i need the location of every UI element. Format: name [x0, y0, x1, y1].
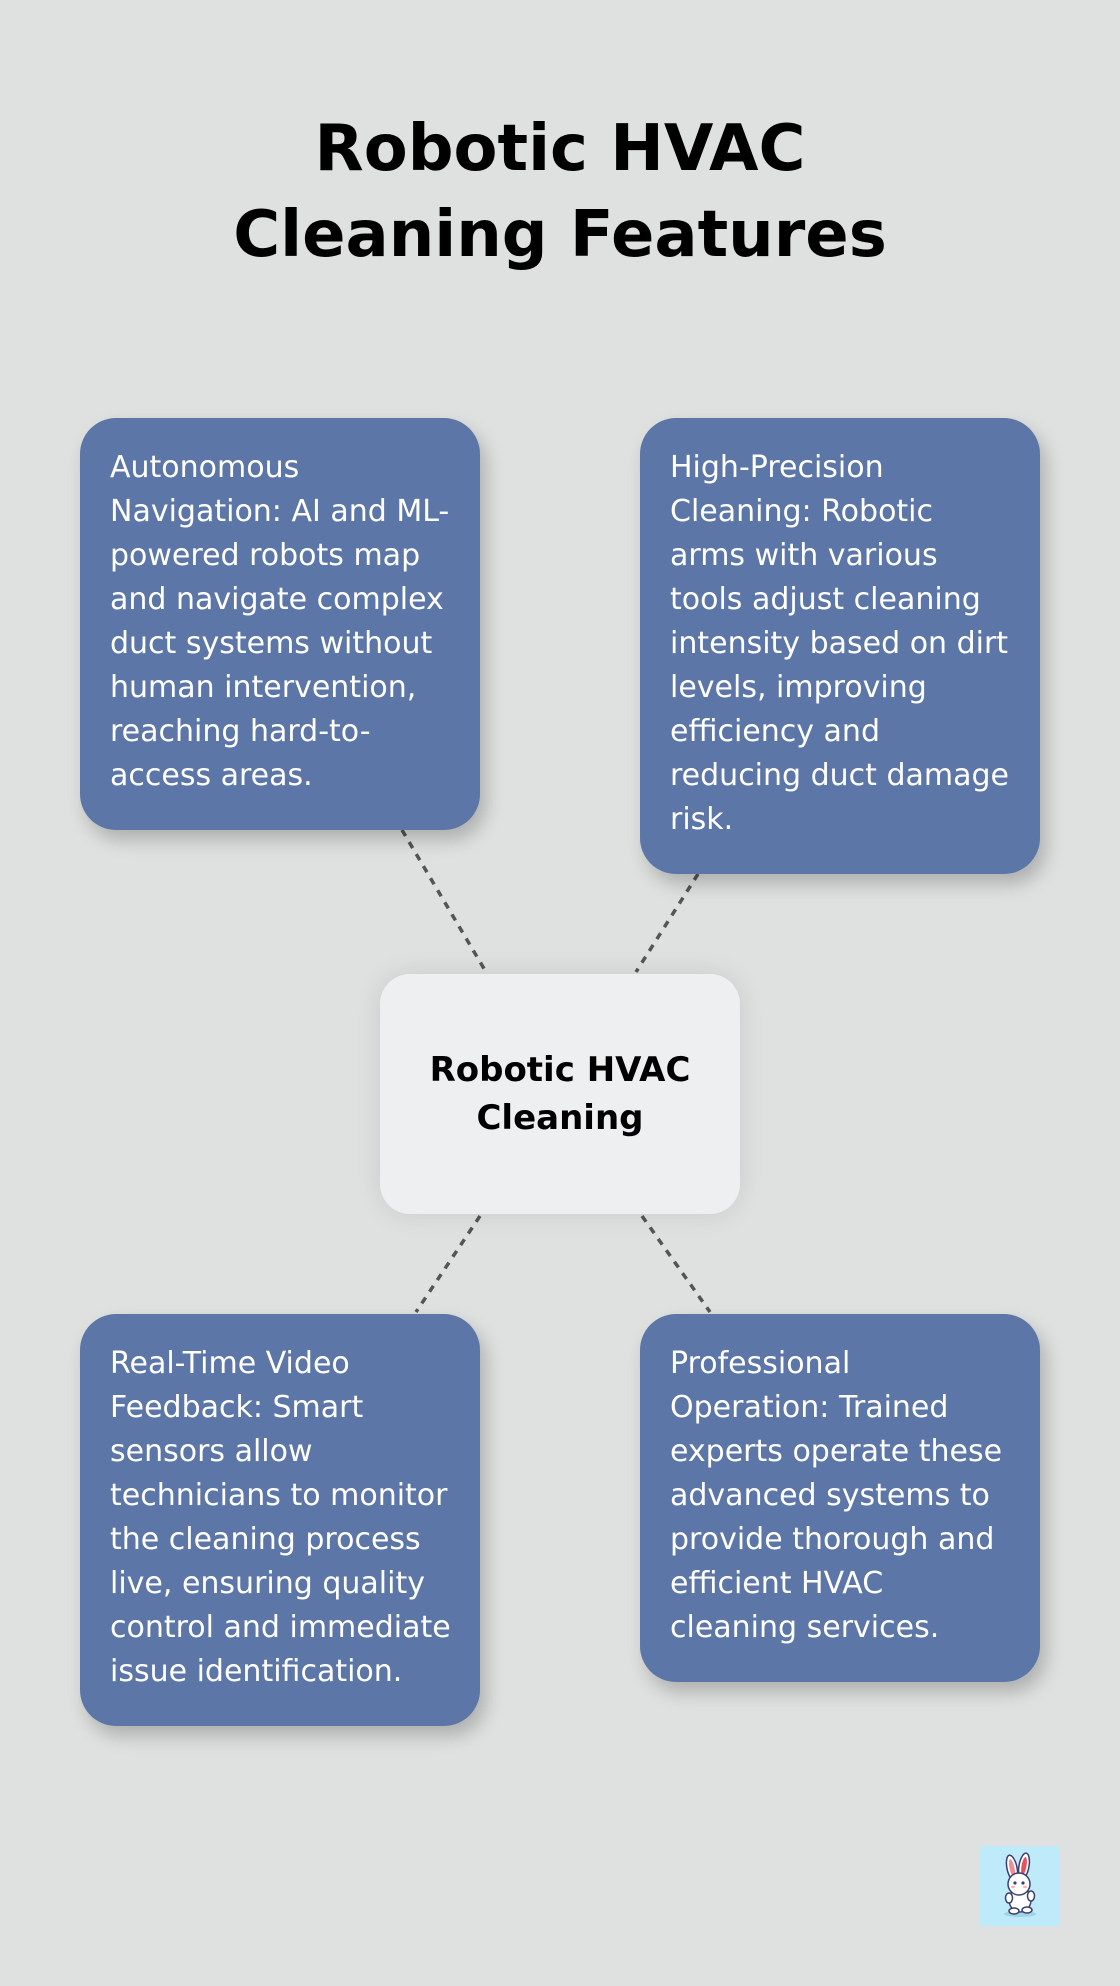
feature-text: Autonomous Navigation: AI and ML-powered… [110, 450, 450, 793]
connector-bottom-right [640, 1214, 712, 1314]
connector-top-right [634, 873, 700, 973]
feature-card-autonomous-navigation: Autonomous Navigation: AI and ML-powered… [80, 418, 480, 830]
diagram-title: Robotic HVAC Cleaning Features [233, 112, 887, 272]
feature-text: Real-Time Video Feedback: Smart sensors … [110, 1346, 451, 1689]
feature-text: Professional Operation: Trained experts … [670, 1346, 1003, 1645]
feature-card-real-time-video-feedback: Real-Time Video Feedback: Smart sensors … [80, 1314, 480, 1726]
feature-card-professional-operation: Professional Operation: Trained experts … [640, 1314, 1040, 1682]
rabbit-mascot-icon [980, 1846, 1060, 1926]
center-node: Robotic HVAC Cleaning [380, 974, 740, 1214]
feature-text: High-Precision Cleaning: Robotic arms wi… [670, 450, 1009, 837]
connector-top-left [400, 829, 488, 973]
connector-bottom-left [414, 1215, 482, 1313]
feature-card-high-precision-cleaning: High-Precision Cleaning: Robotic arms wi… [640, 418, 1040, 874]
rabbit-drawing [1004, 1852, 1036, 1917]
center-node-label: Robotic HVAC Cleaning [429, 1050, 691, 1138]
